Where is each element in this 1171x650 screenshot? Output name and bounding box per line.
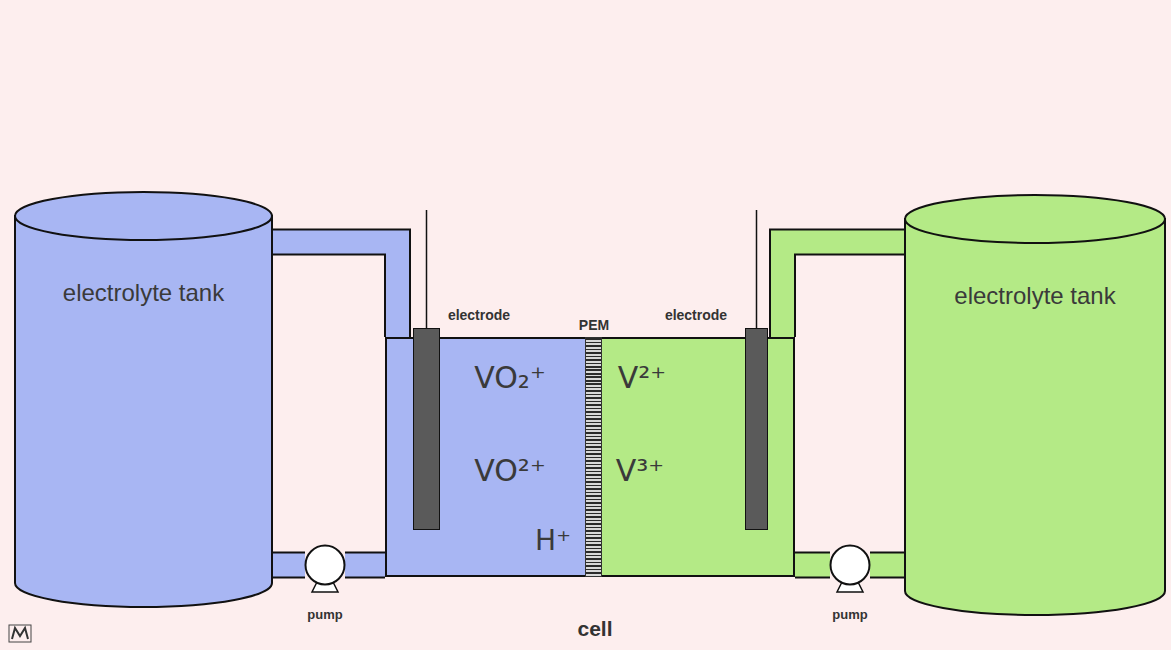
ion-label: V³⁺	[616, 453, 664, 488]
pipe-wall	[783, 242, 906, 337]
pipe	[870, 565, 905, 566]
pump-outline	[305, 545, 345, 595]
tank-body	[15, 216, 272, 607]
pipe-fill	[272, 242, 398, 337]
pipe	[345, 565, 385, 566]
pipe-wall	[345, 552, 385, 579]
electrode-label: electrode	[665, 307, 727, 323]
pump-symbol: pump	[830, 545, 870, 585]
tank-label: electrolyte tank	[59, 278, 229, 308]
tank-top	[905, 195, 1165, 243]
pipe-fill	[345, 554, 385, 577]
pump-body	[306, 546, 345, 585]
pipe-wall	[272, 552, 305, 579]
pipe	[272, 242, 398, 337]
pipe-fill	[795, 554, 830, 577]
electrode-label: electrode	[448, 307, 510, 323]
tank-body	[905, 219, 1165, 615]
pump-label: pump	[832, 607, 867, 622]
flow-cell: cellelectrodePEMelectrode	[385, 337, 795, 577]
ion-label: V²⁺	[618, 360, 666, 395]
tank-top	[15, 192, 272, 240]
tank-label: electrolyte tank	[950, 281, 1120, 311]
pipe	[795, 565, 830, 566]
pump-label: pump	[307, 607, 342, 622]
pump-symbol: pump	[305, 545, 345, 585]
pipe-fill	[783, 242, 906, 337]
electrode-plate: electrode	[745, 328, 768, 530]
electrode-wire	[756, 210, 758, 328]
tank-outline	[15, 192, 272, 607]
pipe-wall	[272, 242, 398, 337]
pipe-wall	[870, 552, 905, 579]
logo-mark	[12, 628, 28, 639]
pipe-wall	[795, 552, 830, 579]
membrane-label: PEM	[579, 317, 609, 333]
pump-body	[831, 546, 870, 585]
electrolyte-tank: electrolyte tank	[905, 195, 1165, 615]
pump-outline	[830, 545, 870, 595]
proton-exchange-membrane: PEM	[585, 337, 602, 577]
ion-label: H⁺	[535, 524, 571, 557]
pipe	[783, 242, 906, 337]
cell-label: cell	[577, 617, 612, 641]
electrode-wire	[426, 210, 428, 328]
ion-label: VO₂⁺	[474, 360, 545, 395]
pipe-fill	[870, 554, 905, 577]
logo-mark	[9, 625, 31, 642]
tank-outline	[905, 195, 1165, 615]
pipe	[272, 565, 305, 566]
electrolyte-tank: electrolyte tank	[15, 192, 272, 607]
ion-label: VO²⁺	[474, 453, 545, 488]
pipe-fill	[272, 554, 305, 577]
electrode-plate: electrode	[413, 328, 440, 530]
